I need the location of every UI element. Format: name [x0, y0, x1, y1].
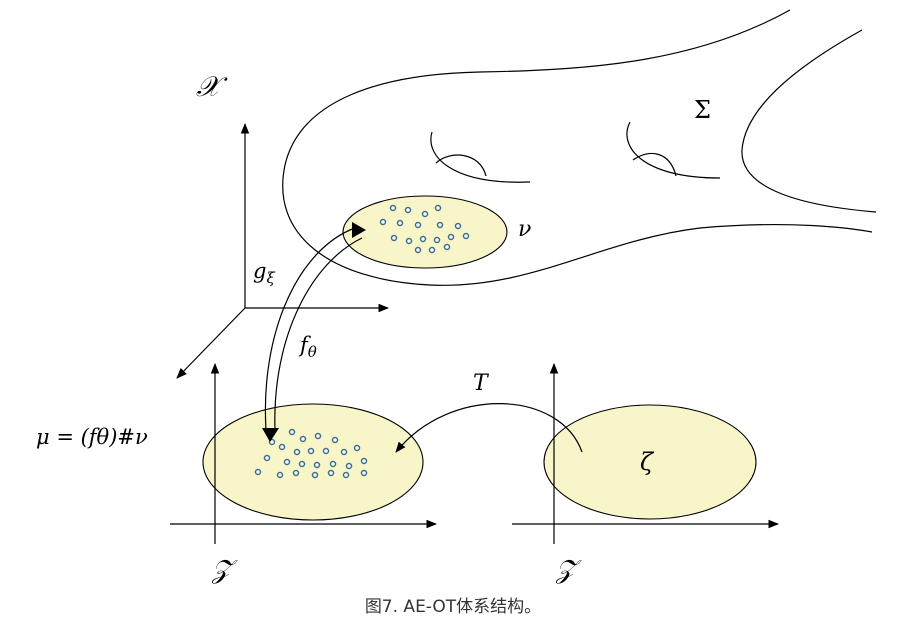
label-g-xi: gξ [253, 259, 275, 287]
mu-point [360, 469, 368, 477]
mu-point [283, 458, 291, 466]
mu-point [276, 471, 284, 479]
nu-point [454, 222, 462, 230]
manifold-hole-right [626, 121, 721, 179]
nu-point [434, 204, 442, 212]
nu-region [342, 195, 508, 269]
nu-point [433, 236, 441, 244]
mu-point [340, 448, 348, 456]
mu-point [327, 469, 335, 477]
label-mu-expression: μ = (fθ)#ν [36, 425, 148, 449]
mu-point [278, 443, 286, 451]
manifold-hole-left-inner [435, 154, 487, 177]
nu-point [421, 210, 429, 218]
mu-point [345, 462, 353, 470]
nu-samples [379, 204, 470, 254]
nu-point [414, 246, 422, 254]
mu-point [314, 432, 322, 440]
mu-point [298, 460, 306, 468]
manifold-surface [282, 9, 873, 286]
label-z-space-right: 𝒵 [555, 555, 582, 585]
label-x-space: 𝒳 [196, 70, 228, 103]
manifold-right-edge [741, 29, 877, 213]
mu-point [254, 468, 262, 476]
mu-point [353, 444, 361, 452]
mu-point [313, 461, 321, 469]
nu-point [414, 221, 422, 229]
encoder-arrow-inner [274, 237, 363, 431]
label-transport: T [473, 371, 490, 396]
nu-point [405, 237, 413, 245]
encoder-arrowhead [262, 428, 279, 442]
nu-point [404, 206, 412, 214]
nu-point [428, 246, 436, 254]
mu-point [311, 471, 319, 479]
mu-region [202, 403, 424, 521]
manifold-hole-right-inner [632, 152, 677, 177]
encoder-arrow-outer [264, 227, 356, 431]
mu-point [342, 471, 350, 479]
x-axis-diagonal [176, 307, 246, 379]
nu-point [396, 219, 404, 227]
transport-arrow [395, 403, 583, 453]
mu-samples [254, 428, 368, 479]
mu-point [360, 457, 368, 465]
figure-caption: 图7. AE-OT体系结构。 [364, 597, 542, 617]
nu-point [419, 235, 427, 243]
decoder-arrowhead [352, 222, 366, 238]
nu-point [389, 204, 397, 212]
manifold-hole-left [430, 131, 531, 183]
nu-point [379, 218, 387, 226]
mu-point [293, 448, 301, 456]
mu-point [299, 435, 307, 443]
mu-point [329, 460, 337, 468]
mu-point [263, 454, 271, 462]
nu-point [447, 233, 455, 241]
label-z-space-left: 𝒵 [211, 555, 238, 585]
label-f-theta: fθ [298, 333, 317, 361]
label-nu: ν [518, 217, 531, 242]
label-manifold: Σ [694, 96, 711, 124]
mu-point [288, 428, 296, 436]
nu-point [436, 221, 444, 229]
mu-point [307, 447, 315, 455]
zeta-region [543, 404, 757, 520]
mu-point [322, 447, 330, 455]
label-zeta: ζ [640, 448, 655, 476]
mu-point [292, 469, 300, 477]
nu-point [443, 243, 451, 251]
nu-point [390, 234, 398, 242]
mu-point [331, 436, 339, 444]
nu-point [462, 232, 470, 240]
